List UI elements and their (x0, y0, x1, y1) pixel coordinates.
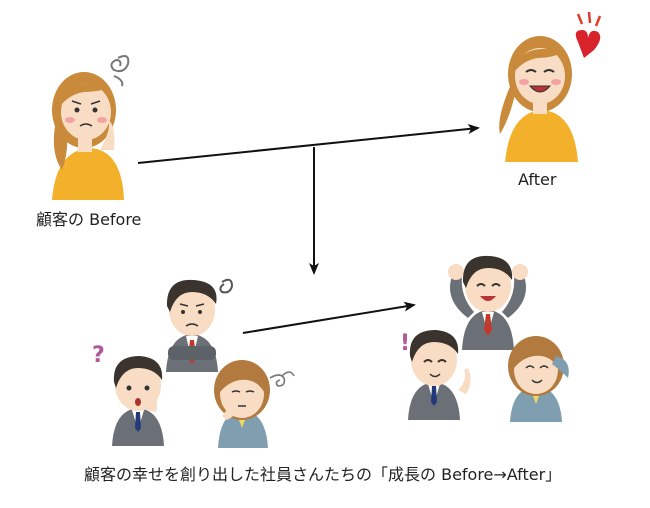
caption-text: 顧客の幸せを創り出した社員さんたちの「成長の Before→After」 (84, 465, 562, 484)
worry-swirl-icon (219, 278, 234, 294)
employee-man-cheering (448, 255, 528, 350)
arrows (137, 124, 480, 334)
question-mark-icon: ? (92, 343, 105, 368)
employee-man-idea (408, 330, 471, 420)
employee-man-confused (112, 356, 164, 446)
happy-woman-figure (499, 36, 578, 162)
worried-woman-figure (52, 72, 124, 200)
heart-icon (575, 11, 602, 58)
customer-after-label: After (518, 170, 557, 189)
exclamation-icon: ! (400, 331, 410, 356)
arrow-before-to-after (137, 124, 480, 164)
employee-woman-thinking (214, 360, 270, 448)
arrow-employees-growth (242, 301, 416, 334)
employee-woman-smiling (508, 336, 569, 422)
worry-swirl-icon (269, 371, 295, 387)
worry-swirl-icon (110, 55, 130, 87)
customer-before-label: 顧客の Before (36, 210, 142, 229)
employee-man-arms-crossed (166, 279, 218, 372)
